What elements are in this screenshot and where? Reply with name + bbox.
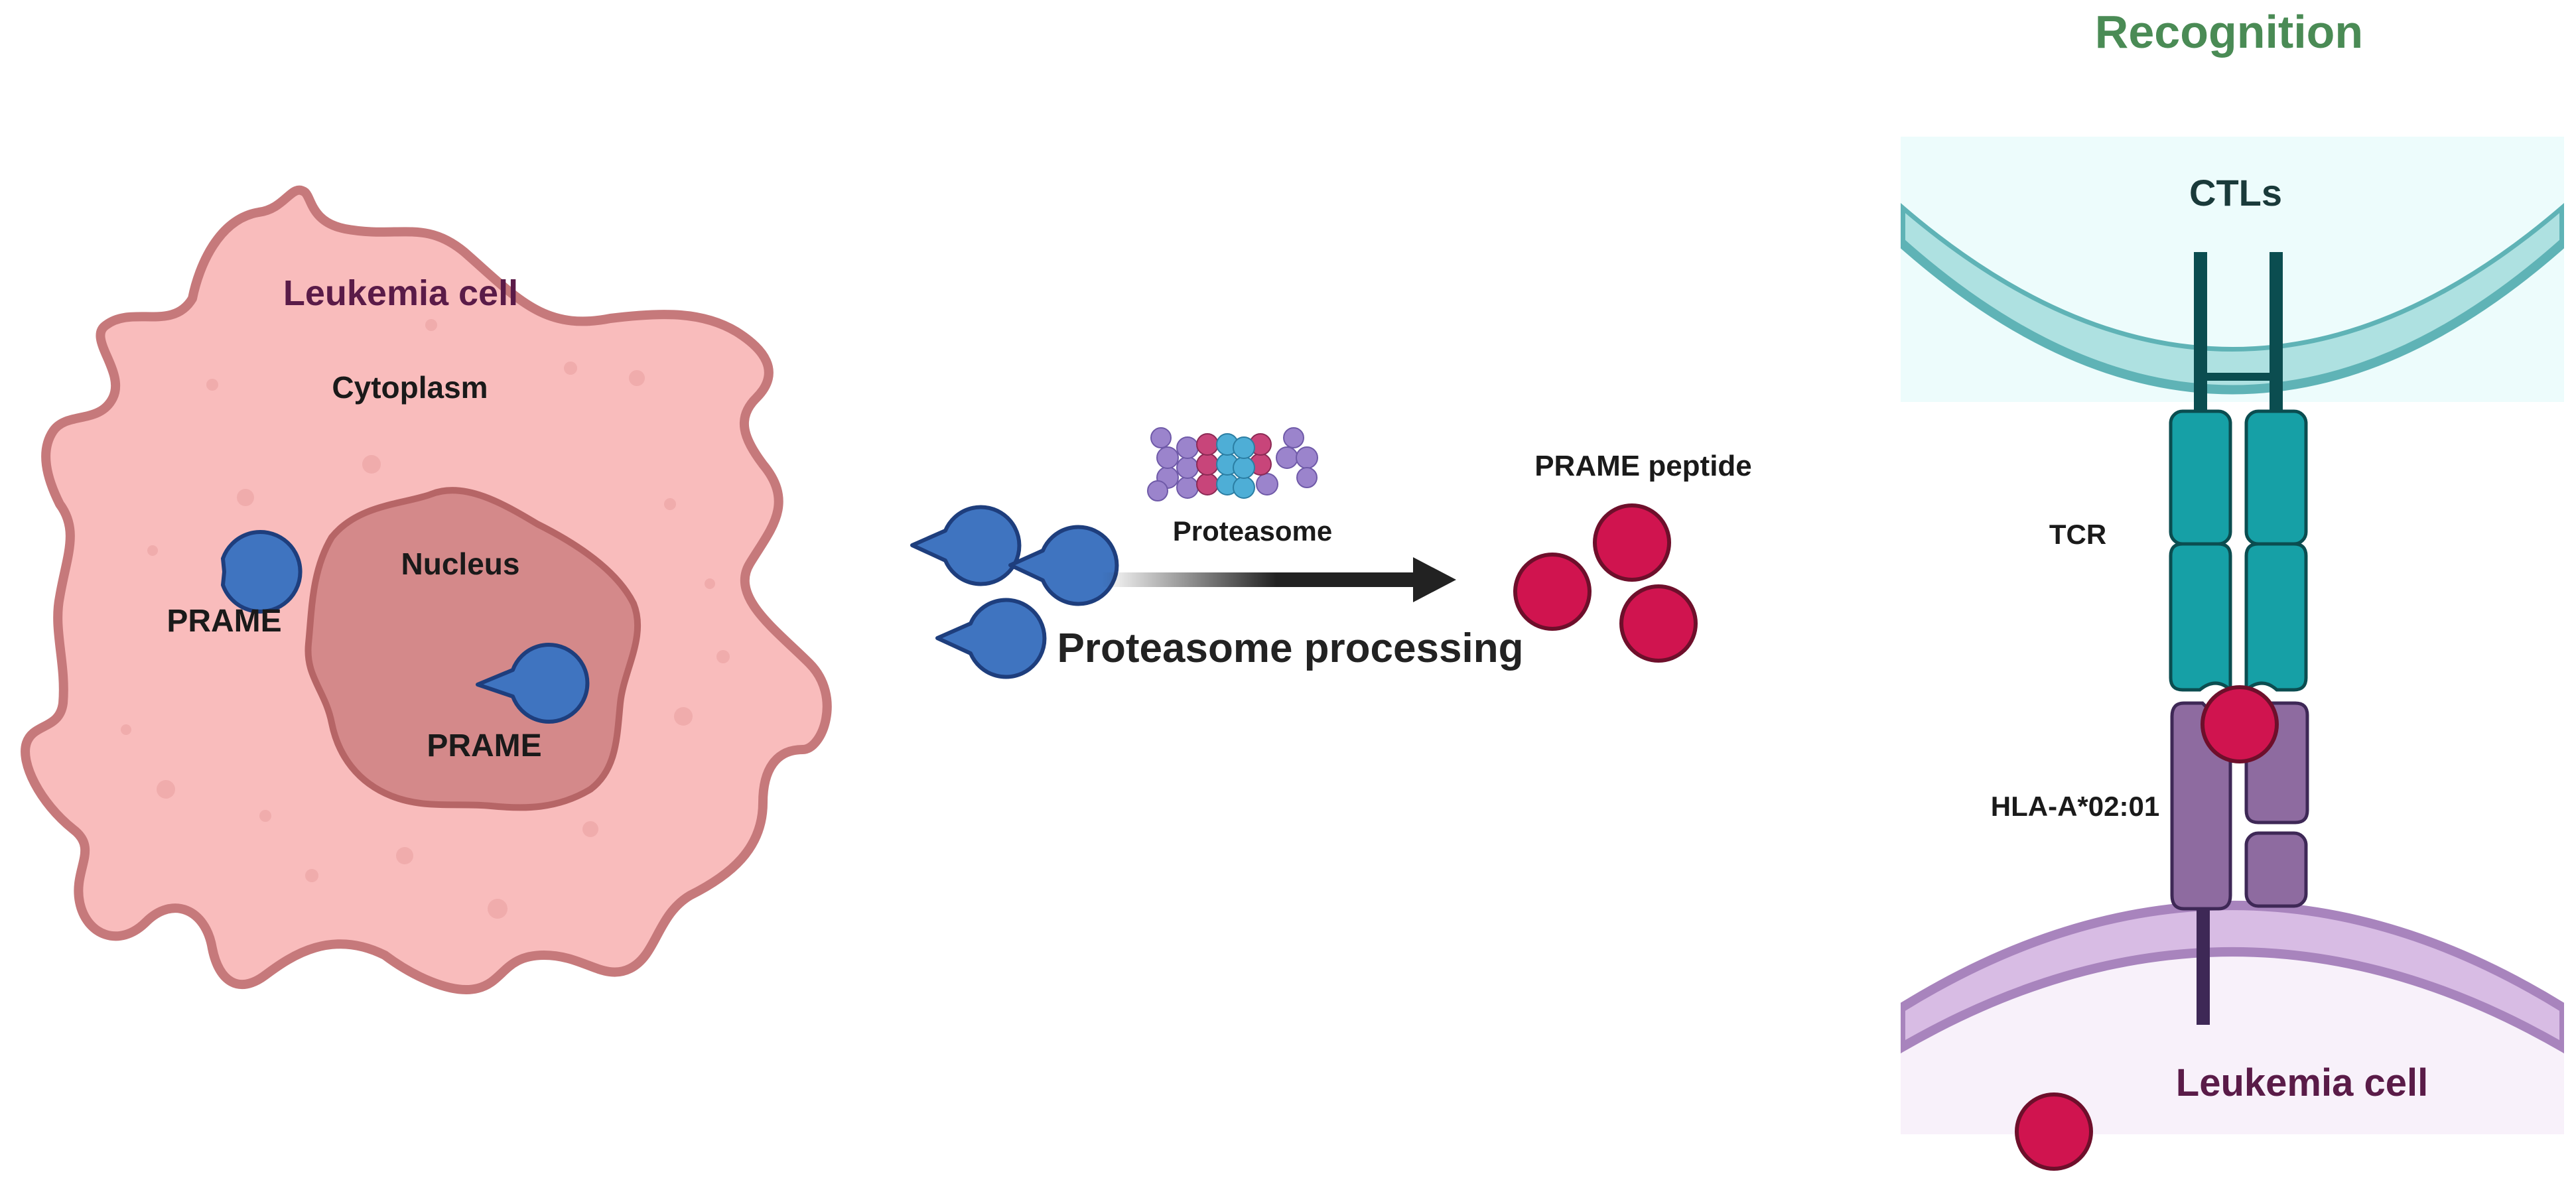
target-cell-membrane — [1901, 901, 2564, 1054]
prame-protein-icon — [1008, 525, 1119, 606]
tcr-stalk — [2270, 252, 2283, 411]
recognition-panel — [1901, 137, 2564, 1134]
process-arrow-shaft — [1101, 572, 1420, 587]
tcr-alpha-lower — [2169, 542, 2232, 694]
hla-label: HLA-A*02:01 — [1991, 791, 2159, 822]
prame-protein-nucleus-icon — [476, 643, 590, 724]
recognition-title: Recognition — [2095, 6, 2363, 58]
nucleus — [305, 487, 642, 811]
proteasome-label: Proteasome — [1173, 515, 1332, 547]
beta2-microglobulin — [2244, 831, 2308, 908]
tcr-alpha-upper — [2169, 409, 2232, 546]
peptide-icon — [1513, 553, 1592, 631]
tcr-label: TCR — [2049, 519, 2106, 550]
peptide-icon — [1593, 503, 1671, 582]
left-cell-title: Leukemia cell — [283, 273, 518, 313]
target-cell-label: Leukemia cell — [2176, 1061, 2428, 1104]
presented-peptide-icon — [2201, 685, 2279, 763]
prame-protein-icon — [935, 598, 1047, 679]
tcr-stalk — [2194, 252, 2207, 411]
tcr-beta-upper — [2244, 409, 2308, 546]
proteasome-icon — [1147, 427, 1318, 501]
prame-proteins-group — [910, 505, 1119, 679]
cytoplasm-label: Cytoplasm — [332, 370, 488, 405]
ctl-label: CTLs — [2189, 172, 2282, 214]
prame-protein-icon — [910, 505, 1022, 586]
target-cell-body — [1901, 942, 2564, 1134]
hla-stalk — [2197, 905, 2210, 1025]
tcr-complex — [2169, 252, 2308, 694]
ctl-membrane-fill-above — [1901, 137, 2564, 347]
peptide-icon — [1619, 584, 1698, 663]
process-arrow-head — [1413, 557, 1456, 602]
prame-protein-icon — [221, 530, 303, 614]
prame-peptides-group — [1513, 503, 1698, 663]
nucleus-label: Nucleus — [401, 547, 520, 581]
tcr-beta-lower — [2244, 542, 2308, 694]
tcr-bridge — [2207, 373, 2270, 381]
prame-nucleus-label: PRAME — [427, 728, 541, 763]
prame-cytoplasm-label: PRAME — [167, 604, 281, 639]
process-label: Proteasome processing — [1057, 626, 1524, 671]
peptide-label: PRAME peptide — [1534, 450, 1752, 482]
leukemia-cell — [21, 185, 832, 994]
intracellular-peptide-icon — [2015, 1092, 2093, 1171]
